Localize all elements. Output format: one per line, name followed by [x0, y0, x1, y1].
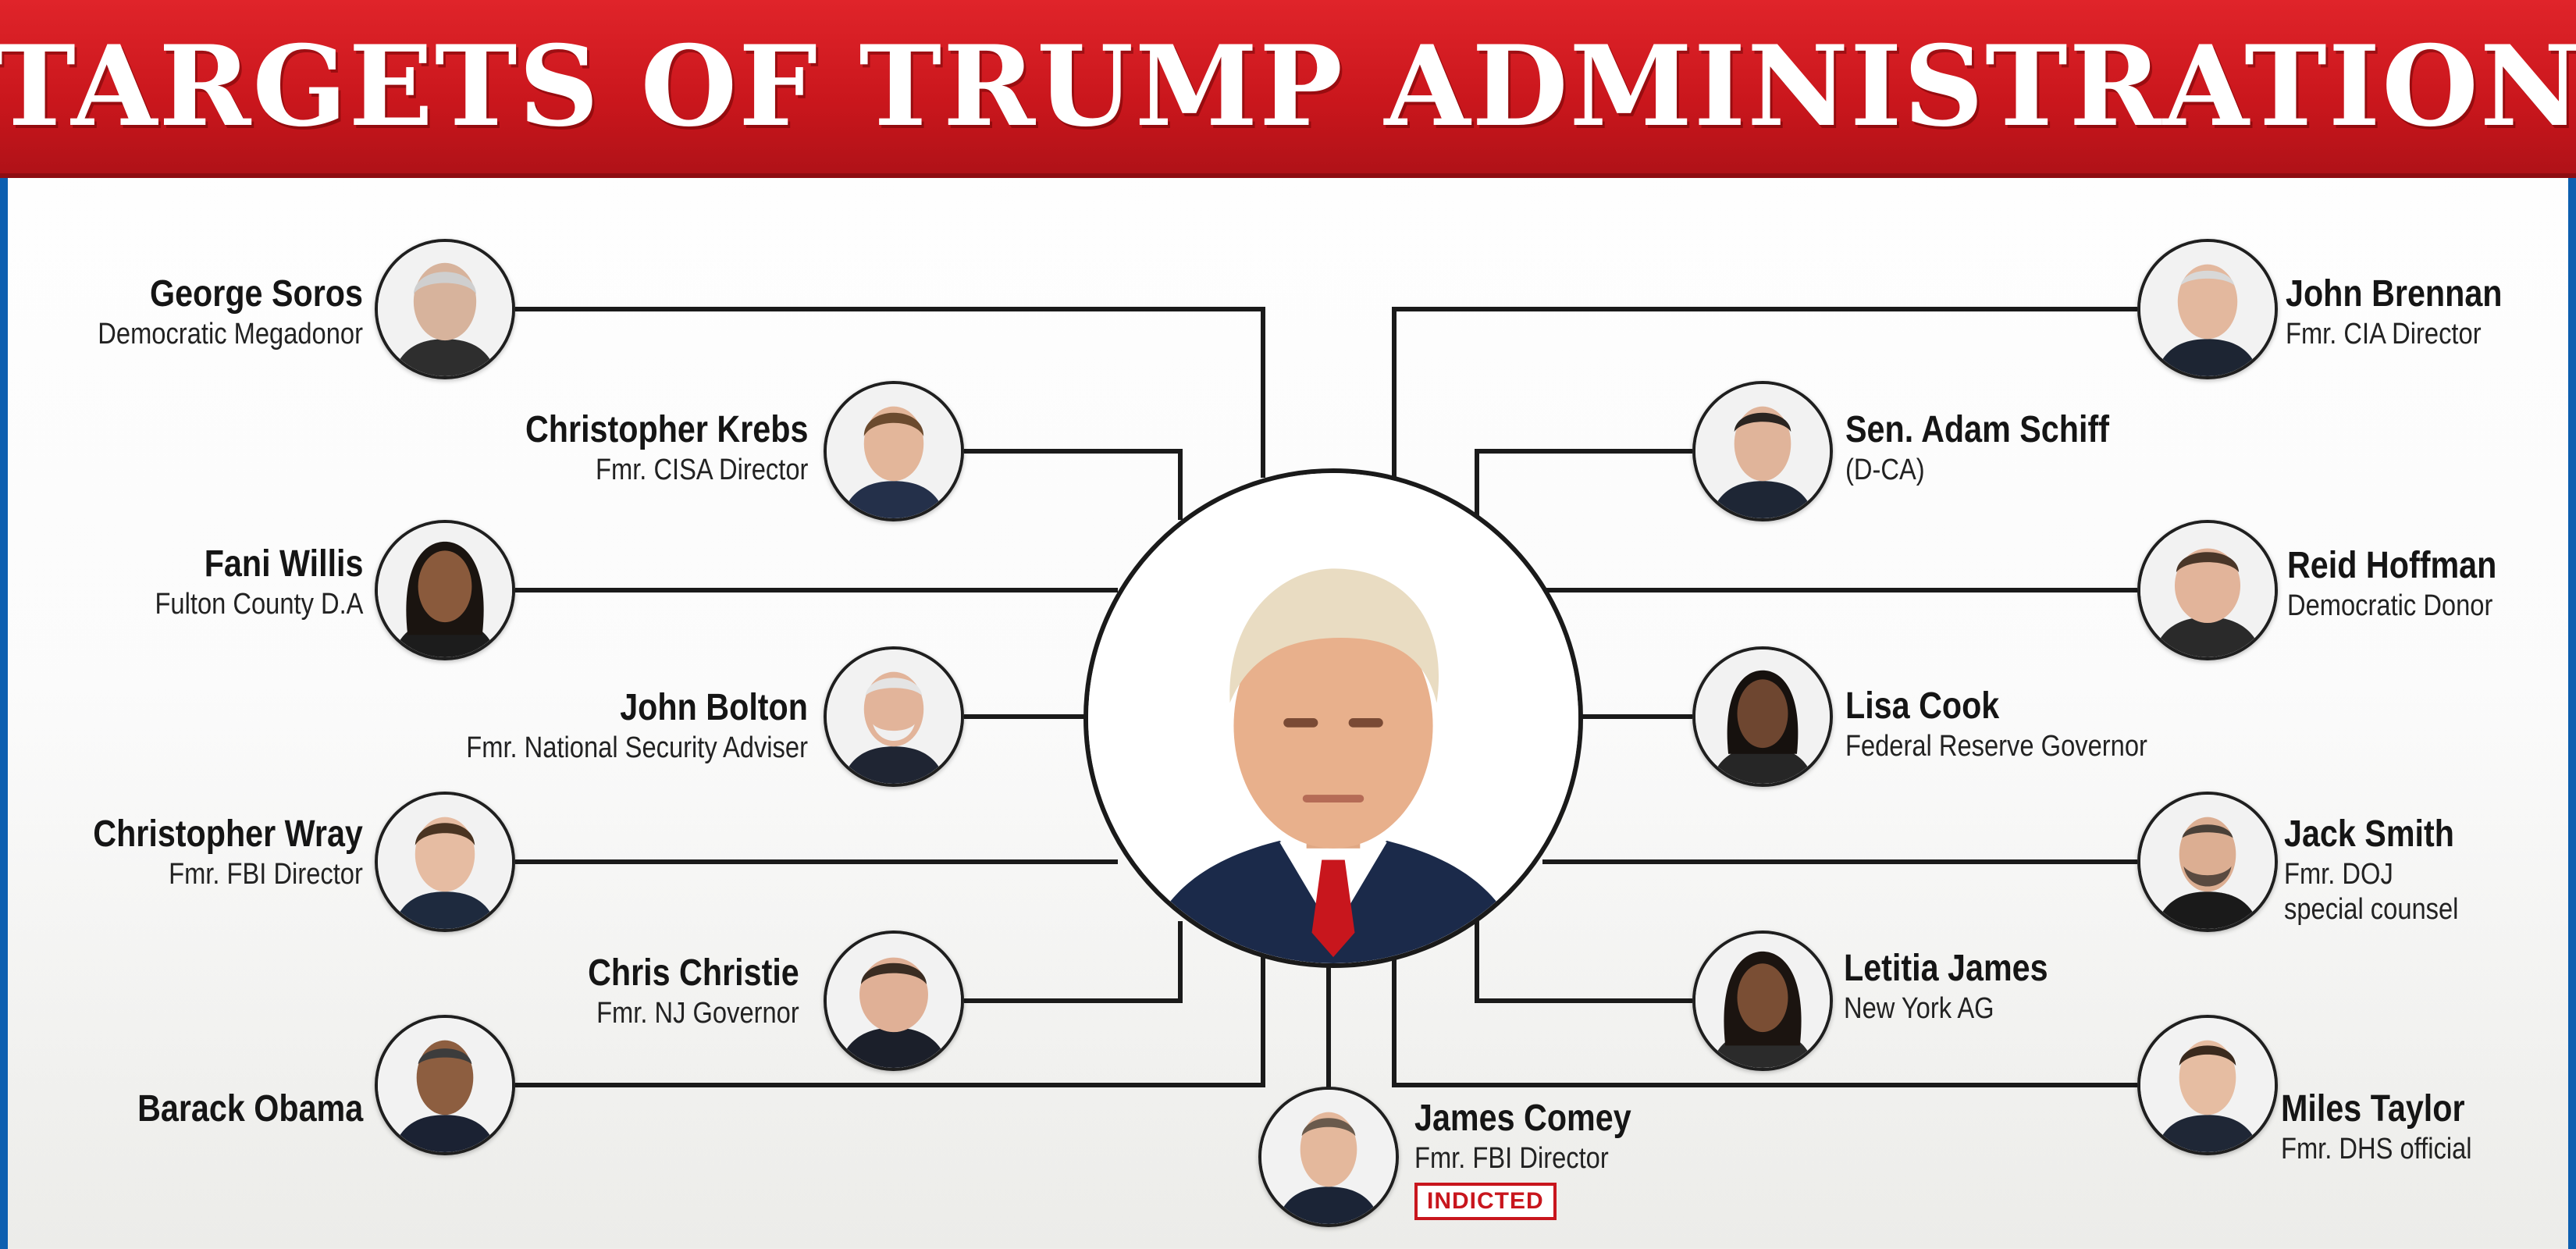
title-banner: TARGETS OF TRUMP ADMINISTRATION [0, 0, 2576, 178]
avatar-lisa-cook [1692, 646, 1833, 787]
avatar-letitia-james [1692, 931, 1833, 1071]
role-christopher-wray: Fmr. FBI Director [169, 857, 363, 891]
label-reid-hoffman: Reid Hoffman Democratic Donor [2287, 543, 2531, 624]
role-reid-hoffman: Democratic Donor [2287, 589, 2493, 622]
center-portrait-figure [1088, 473, 1578, 963]
avatar-chris-christie [824, 931, 964, 1071]
label-christopher-wray: Christopher Wray Fmr. FBI Director [49, 812, 363, 892]
role-john-bolton: Fmr. National Security Adviser [466, 731, 808, 764]
name-letitia-james: Letitia James [1844, 948, 2048, 989]
label-fani-willis: Fani Willis Fulton County D.A [121, 542, 363, 622]
label-adam-schiff: Sen. Adam Schiff (D-CA) [1845, 407, 2152, 488]
name-christopher-krebs: Christopher Krebs [525, 409, 808, 450]
connector-chris-christie [964, 921, 1183, 1003]
role-james-comey: Fmr. FBI Director [1414, 1141, 1609, 1175]
role-adam-schiff: (D-CA) [1845, 453, 1925, 486]
avatar-miles-taylor [2137, 1015, 2278, 1155]
name-lisa-cook: Lisa Cook [1845, 685, 2000, 727]
connector-barack-obama [515, 955, 1265, 1087]
avatar-adam-schiff [1692, 381, 1833, 521]
name-christopher-wray: Christopher Wray [93, 813, 363, 855]
label-christopher-krebs: Christopher Krebs Fmr. CISA Director [479, 407, 808, 488]
indicted-badge: INDICTED [1414, 1183, 1557, 1221]
role-letitia-james: New York AG [1844, 991, 1994, 1025]
center-portrait [1083, 468, 1583, 968]
avatar-christopher-wray [375, 792, 515, 932]
label-barack-obama: Barack Obama [101, 1087, 363, 1132]
label-john-brennan: John Brennan Fmr. CIA Director [2286, 272, 2538, 352]
role-fani-willis: Fulton County D.A [154, 587, 363, 621]
role-jack-smith-line2: special counsel [2284, 893, 2459, 927]
connector-adam-schiff [1475, 449, 1692, 520]
role-chris-christie: Fmr. NJ Governor [596, 996, 799, 1030]
label-john-bolton: John Bolton Fmr. National Security Advis… [411, 685, 808, 766]
label-miles-taylor: Miles Taylor Fmr. DHS official [2281, 1087, 2503, 1167]
avatar-barack-obama [375, 1015, 515, 1155]
label-jack-smith: Jack Smith Fmr. DOJ special counsel [2284, 812, 2487, 928]
avatar-jack-smith [2137, 792, 2278, 932]
connector-letitia-james [1475, 921, 1692, 1003]
avatar-james-comey [1258, 1087, 1399, 1227]
name-john-bolton: John Bolton [620, 687, 808, 728]
label-james-comey: James Comey Fmr. FBI Director INDICTED [1414, 1096, 1667, 1221]
name-john-brennan: John Brennan [2286, 273, 2503, 315]
name-miles-taylor: Miles Taylor [2281, 1088, 2465, 1130]
role-john-brennan: Fmr. CIA Director [2286, 317, 2482, 351]
avatar-christopher-krebs [824, 381, 964, 521]
avatar-john-bolton [824, 646, 964, 787]
avatar-reid-hoffman [2137, 520, 2278, 660]
name-chris-christie: Chris Christie [588, 952, 799, 994]
avatar-fani-willis [375, 520, 515, 660]
name-james-comey: James Comey [1414, 1098, 1631, 1139]
name-barack-obama: Barack Obama [137, 1088, 363, 1130]
connector-george-soros [515, 307, 1265, 478]
name-fani-willis: Fani Willis [204, 543, 363, 585]
connector-miles-taylor [1392, 955, 2137, 1087]
avatar-george-soros [375, 239, 515, 379]
name-george-soros: George Soros [150, 273, 363, 315]
connector-christopher-krebs [964, 449, 1183, 520]
label-george-soros: George Soros Democratic Megadonor [55, 272, 363, 352]
label-chris-christie: Chris Christie Fmr. NJ Governor [553, 951, 799, 1031]
avatar-john-brennan [2137, 239, 2278, 379]
label-letitia-james: Letitia James New York AG [1844, 946, 2081, 1027]
banner-title: TARGETS OF TRUMP ADMINISTRATION [0, 22, 2576, 151]
name-reid-hoffman: Reid Hoffman [2287, 545, 2497, 586]
role-lisa-cook: Federal Reserve Governor [1845, 729, 2147, 763]
connector-john-brennan [1392, 307, 2137, 478]
role-george-soros: Democratic Megadonor [98, 317, 363, 351]
frame-edge-right [2568, 178, 2576, 1249]
role-miles-taylor: Fmr. DHS official [2281, 1132, 2472, 1165]
role-christopher-krebs: Fmr. CISA Director [595, 453, 808, 486]
frame-edge-left [0, 178, 8, 1249]
label-lisa-cook: Lisa Cook Federal Reserve Governor [1845, 684, 2197, 764]
role-jack-smith: Fmr. DOJ [2284, 857, 2393, 891]
name-adam-schiff: Sen. Adam Schiff [1845, 409, 2109, 450]
name-jack-smith: Jack Smith [2284, 813, 2454, 855]
